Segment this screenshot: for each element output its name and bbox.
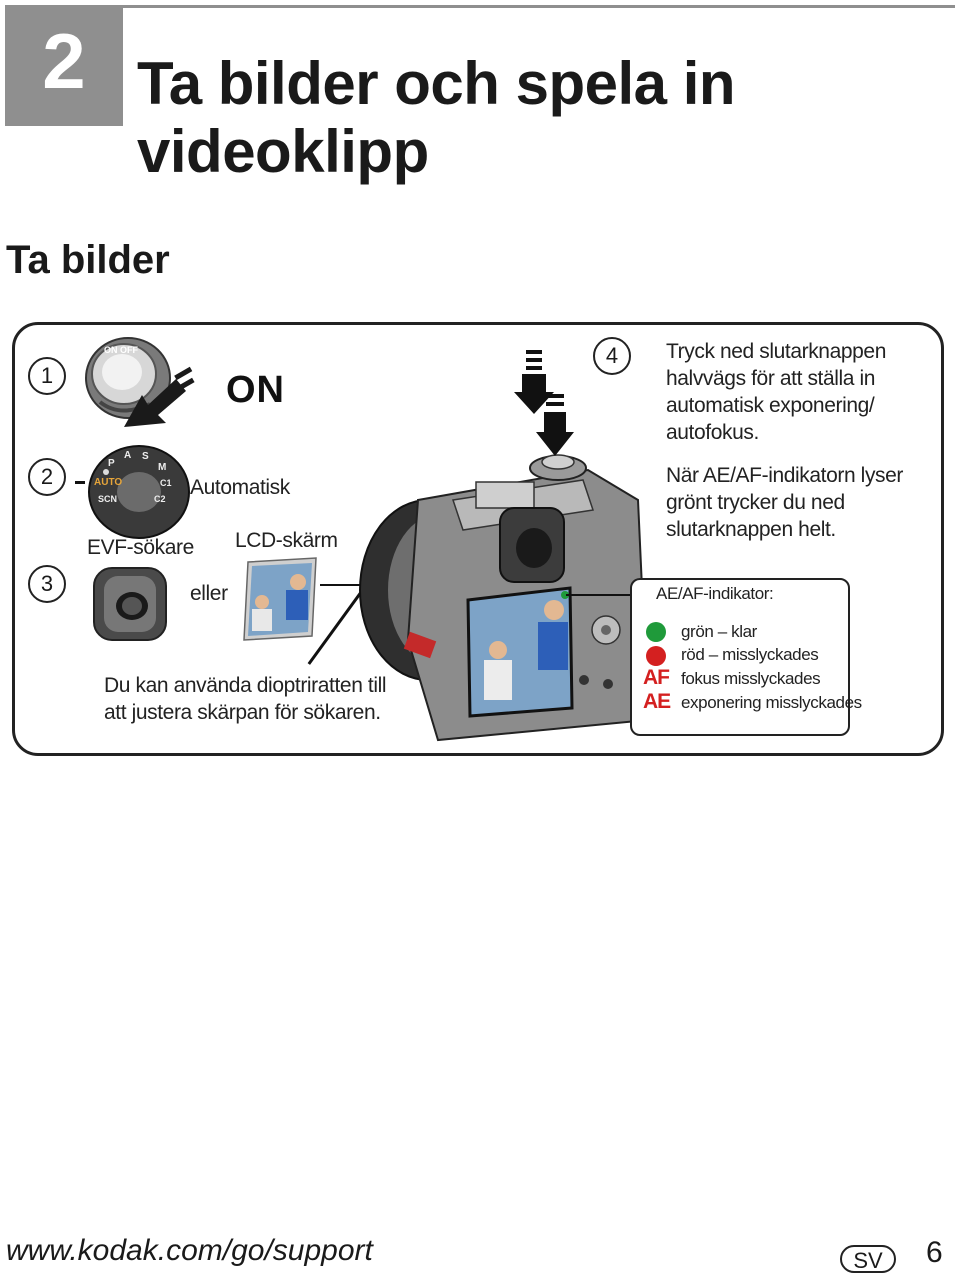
section-title: Ta bilder xyxy=(6,238,170,282)
indicator-item-green: grön – klar xyxy=(681,622,757,641)
step-number-2: 2 xyxy=(28,458,66,496)
evf-eyepiece-illustration xyxy=(93,567,167,641)
auto-mode-label: Automatisk xyxy=(190,476,290,499)
mode-dial-illustration xyxy=(88,445,190,539)
step4-text: Tryck ned slutarknappen halvvägs för att… xyxy=(666,338,886,446)
step4-text-line4: autofokus. xyxy=(666,421,759,444)
header-rule xyxy=(123,5,955,8)
or-label: eller xyxy=(190,582,228,605)
step4-text-line1: Tryck ned slutarknappen xyxy=(666,340,886,363)
mode-dial-c1: C1 xyxy=(160,478,172,488)
language-badge: SV xyxy=(840,1245,896,1273)
step4-text2-line1: När AE/AF-indikatorn lyser xyxy=(666,464,904,487)
support-url-link[interactable]: www.kodak.com/go/support xyxy=(6,1234,373,1267)
chapter-number: 2 xyxy=(42,17,86,105)
mode-dial-auto: AUTO xyxy=(94,477,123,488)
step-number-1: 1 xyxy=(28,357,66,395)
ae-af-indicator-box xyxy=(630,578,850,736)
mode-dial-a: A xyxy=(124,450,132,461)
af-icon: AF xyxy=(643,666,670,689)
step4-text2: När AE/AF-indikatorn lyser grönt trycker… xyxy=(666,462,903,543)
indicator-title: AE/AF-indikator: xyxy=(656,584,774,603)
evf-viewfinder-label: EVF-sökare xyxy=(87,536,194,559)
step4-text2-line3: slutarknappen helt. xyxy=(666,518,836,541)
power-switch-label: ON OFF xyxy=(104,345,138,355)
mode-dial-m: M xyxy=(158,462,167,473)
power-switch-illustration xyxy=(85,337,171,419)
step4-text-line3: automatisk exponering/ xyxy=(666,394,875,417)
mode-dial-c2: C2 xyxy=(154,494,166,504)
chapter-number-box xyxy=(5,5,123,126)
page-title-line1: Ta bilder och spela in xyxy=(137,50,736,117)
lcd-screen-label: LCD-skärm xyxy=(235,529,338,552)
indicator-item-ae: exponering misslyckades xyxy=(681,693,862,712)
rotate-arrow-icon xyxy=(124,366,195,427)
lcd-preview-thumbnail xyxy=(243,557,317,641)
step-number-3: 3 xyxy=(28,565,66,603)
ae-icon: AE xyxy=(643,690,671,713)
camera-illustration xyxy=(359,454,650,742)
diopter-note-line1: Du kan använda dioptriratten till xyxy=(104,674,387,697)
page-title-line2: videoklipp xyxy=(137,118,429,185)
diopter-note-line2: att justera skärpan för sökaren. xyxy=(104,701,381,724)
step-number-4: 4 xyxy=(593,337,631,375)
step4-text-line2: halvvägs för att ställa in xyxy=(666,367,876,390)
mode-dial-s: S xyxy=(142,451,149,462)
indicator-item-red: röd – misslyckades xyxy=(681,645,819,664)
page-number: 6 xyxy=(926,1236,943,1269)
indicator-leader xyxy=(566,594,630,596)
press-arrows-icon xyxy=(514,350,574,456)
green-dot-icon xyxy=(646,622,666,642)
mode-dial-scn: SCN xyxy=(98,494,118,504)
step4-text2-line2: grönt trycker du ned xyxy=(666,491,845,514)
step2-leader xyxy=(75,481,85,484)
indicator-item-af: fokus misslyckades xyxy=(681,669,821,688)
power-on-label: ON xyxy=(226,369,285,411)
mode-dial-p: P xyxy=(108,458,115,469)
page-title: Ta bilder och spela in videoklipp xyxy=(137,50,937,186)
red-dot-icon xyxy=(646,646,666,666)
